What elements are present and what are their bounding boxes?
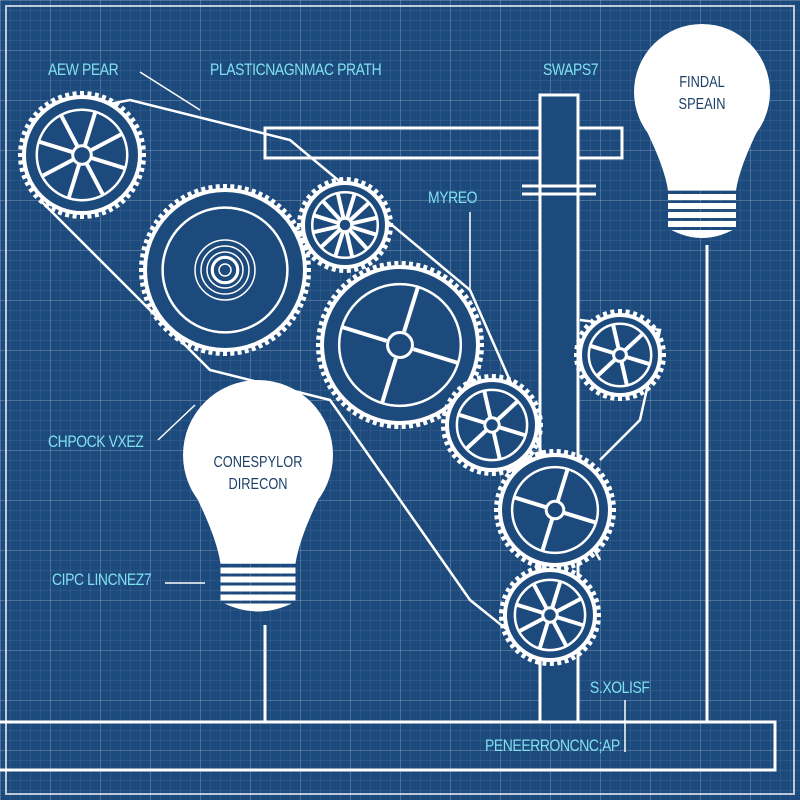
label-bottom-right: S.XOLISF	[590, 678, 650, 697]
right-bulb-line2: SPEAIN	[678, 96, 726, 113]
right-bulb-text: FINDAL SPEAIN	[662, 72, 742, 116]
label-top-left: AEW PEAR	[48, 60, 119, 79]
leader-left-upper	[157, 404, 196, 441]
label-mid: MYREO	[428, 188, 478, 207]
left-light-bulb	[183, 380, 333, 612]
gear	[574, 309, 666, 401]
right-bulb-line1: FINDAL	[679, 74, 725, 91]
gear	[297, 176, 393, 274]
gear	[18, 91, 146, 219]
label-left-lower: CIPC LINCNEZ7	[52, 570, 152, 589]
base-bar	[0, 720, 777, 772]
gear	[498, 563, 601, 667]
gear	[316, 260, 484, 430]
gear	[440, 373, 543, 477]
left-bulb-text: CONESPYLOR DIRECON	[210, 452, 306, 496]
gear	[139, 184, 311, 356]
outer-frame	[5, 5, 795, 795]
label-left-upper: CHPOCK VXEZ	[48, 432, 144, 451]
horizontal-arm	[263, 126, 624, 160]
label-top-right: SWAPS7	[543, 60, 599, 79]
right-light-bulb	[634, 24, 770, 238]
gear	[494, 448, 616, 572]
left-bulb-line1: CONESPYLOR	[213, 454, 303, 471]
left-bulb-line2: DIRECON	[228, 476, 288, 493]
label-top-center: PLASTICNAGNMAC PRATH	[210, 60, 382, 79]
label-base-bar: PENEERRONCNC;AP	[485, 736, 620, 755]
leader-top-left	[139, 71, 201, 111]
